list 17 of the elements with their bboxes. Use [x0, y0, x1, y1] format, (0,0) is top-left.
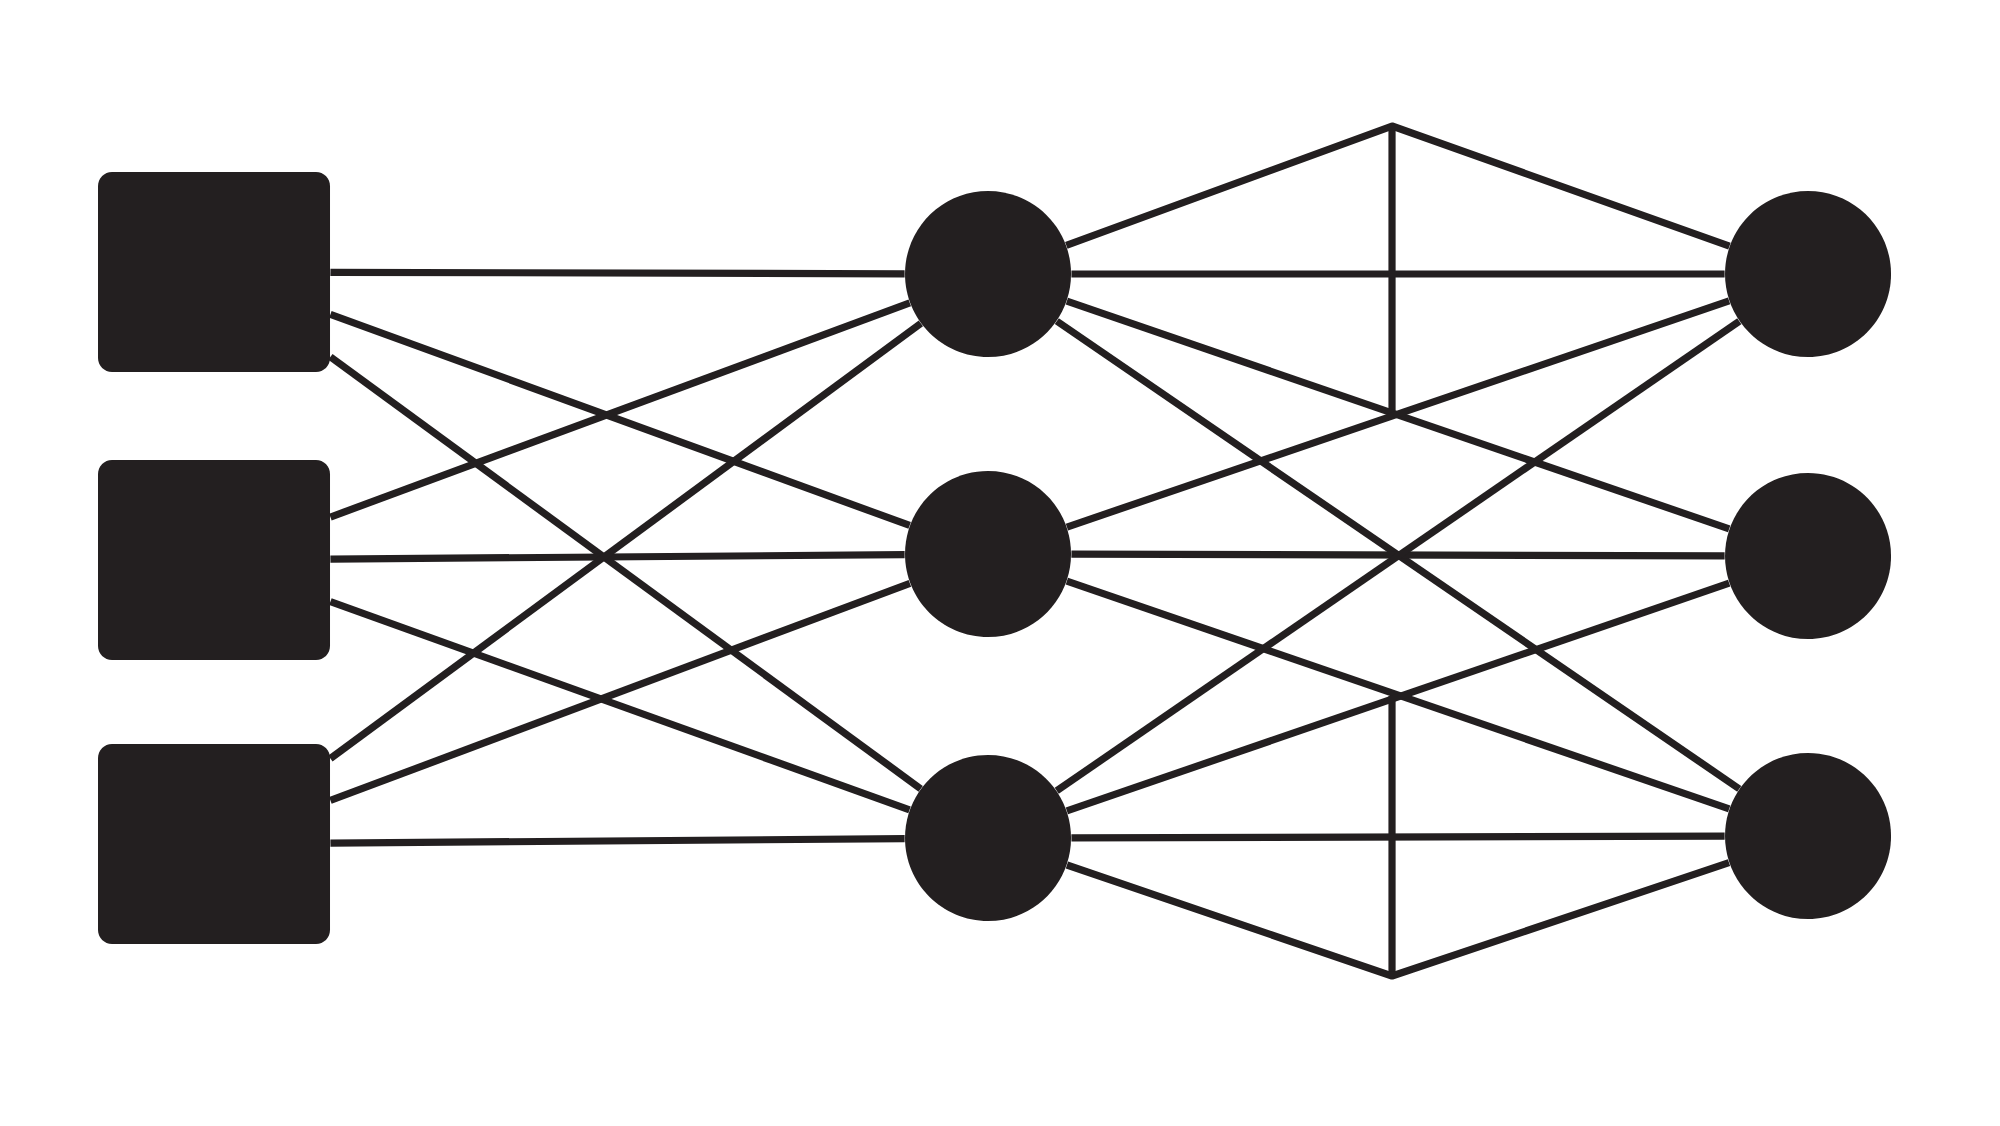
square-node	[98, 172, 330, 372]
circle-node	[1725, 473, 1891, 639]
connection-line	[330, 551, 905, 563]
square-node	[98, 460, 330, 660]
circle-node	[905, 191, 1071, 357]
connection-line	[1065, 122, 1731, 250]
connection-line	[330, 268, 905, 278]
connection-line	[330, 835, 905, 847]
connection-line	[1065, 859, 1731, 980]
connection-line	[1071, 550, 1725, 560]
circle-node	[905, 755, 1071, 921]
connection-line	[1071, 832, 1725, 842]
connection-line	[1071, 270, 1725, 278]
circle-node	[1725, 191, 1891, 357]
circle-node	[905, 471, 1071, 637]
circle-node	[1725, 753, 1891, 919]
square-node	[98, 744, 330, 944]
